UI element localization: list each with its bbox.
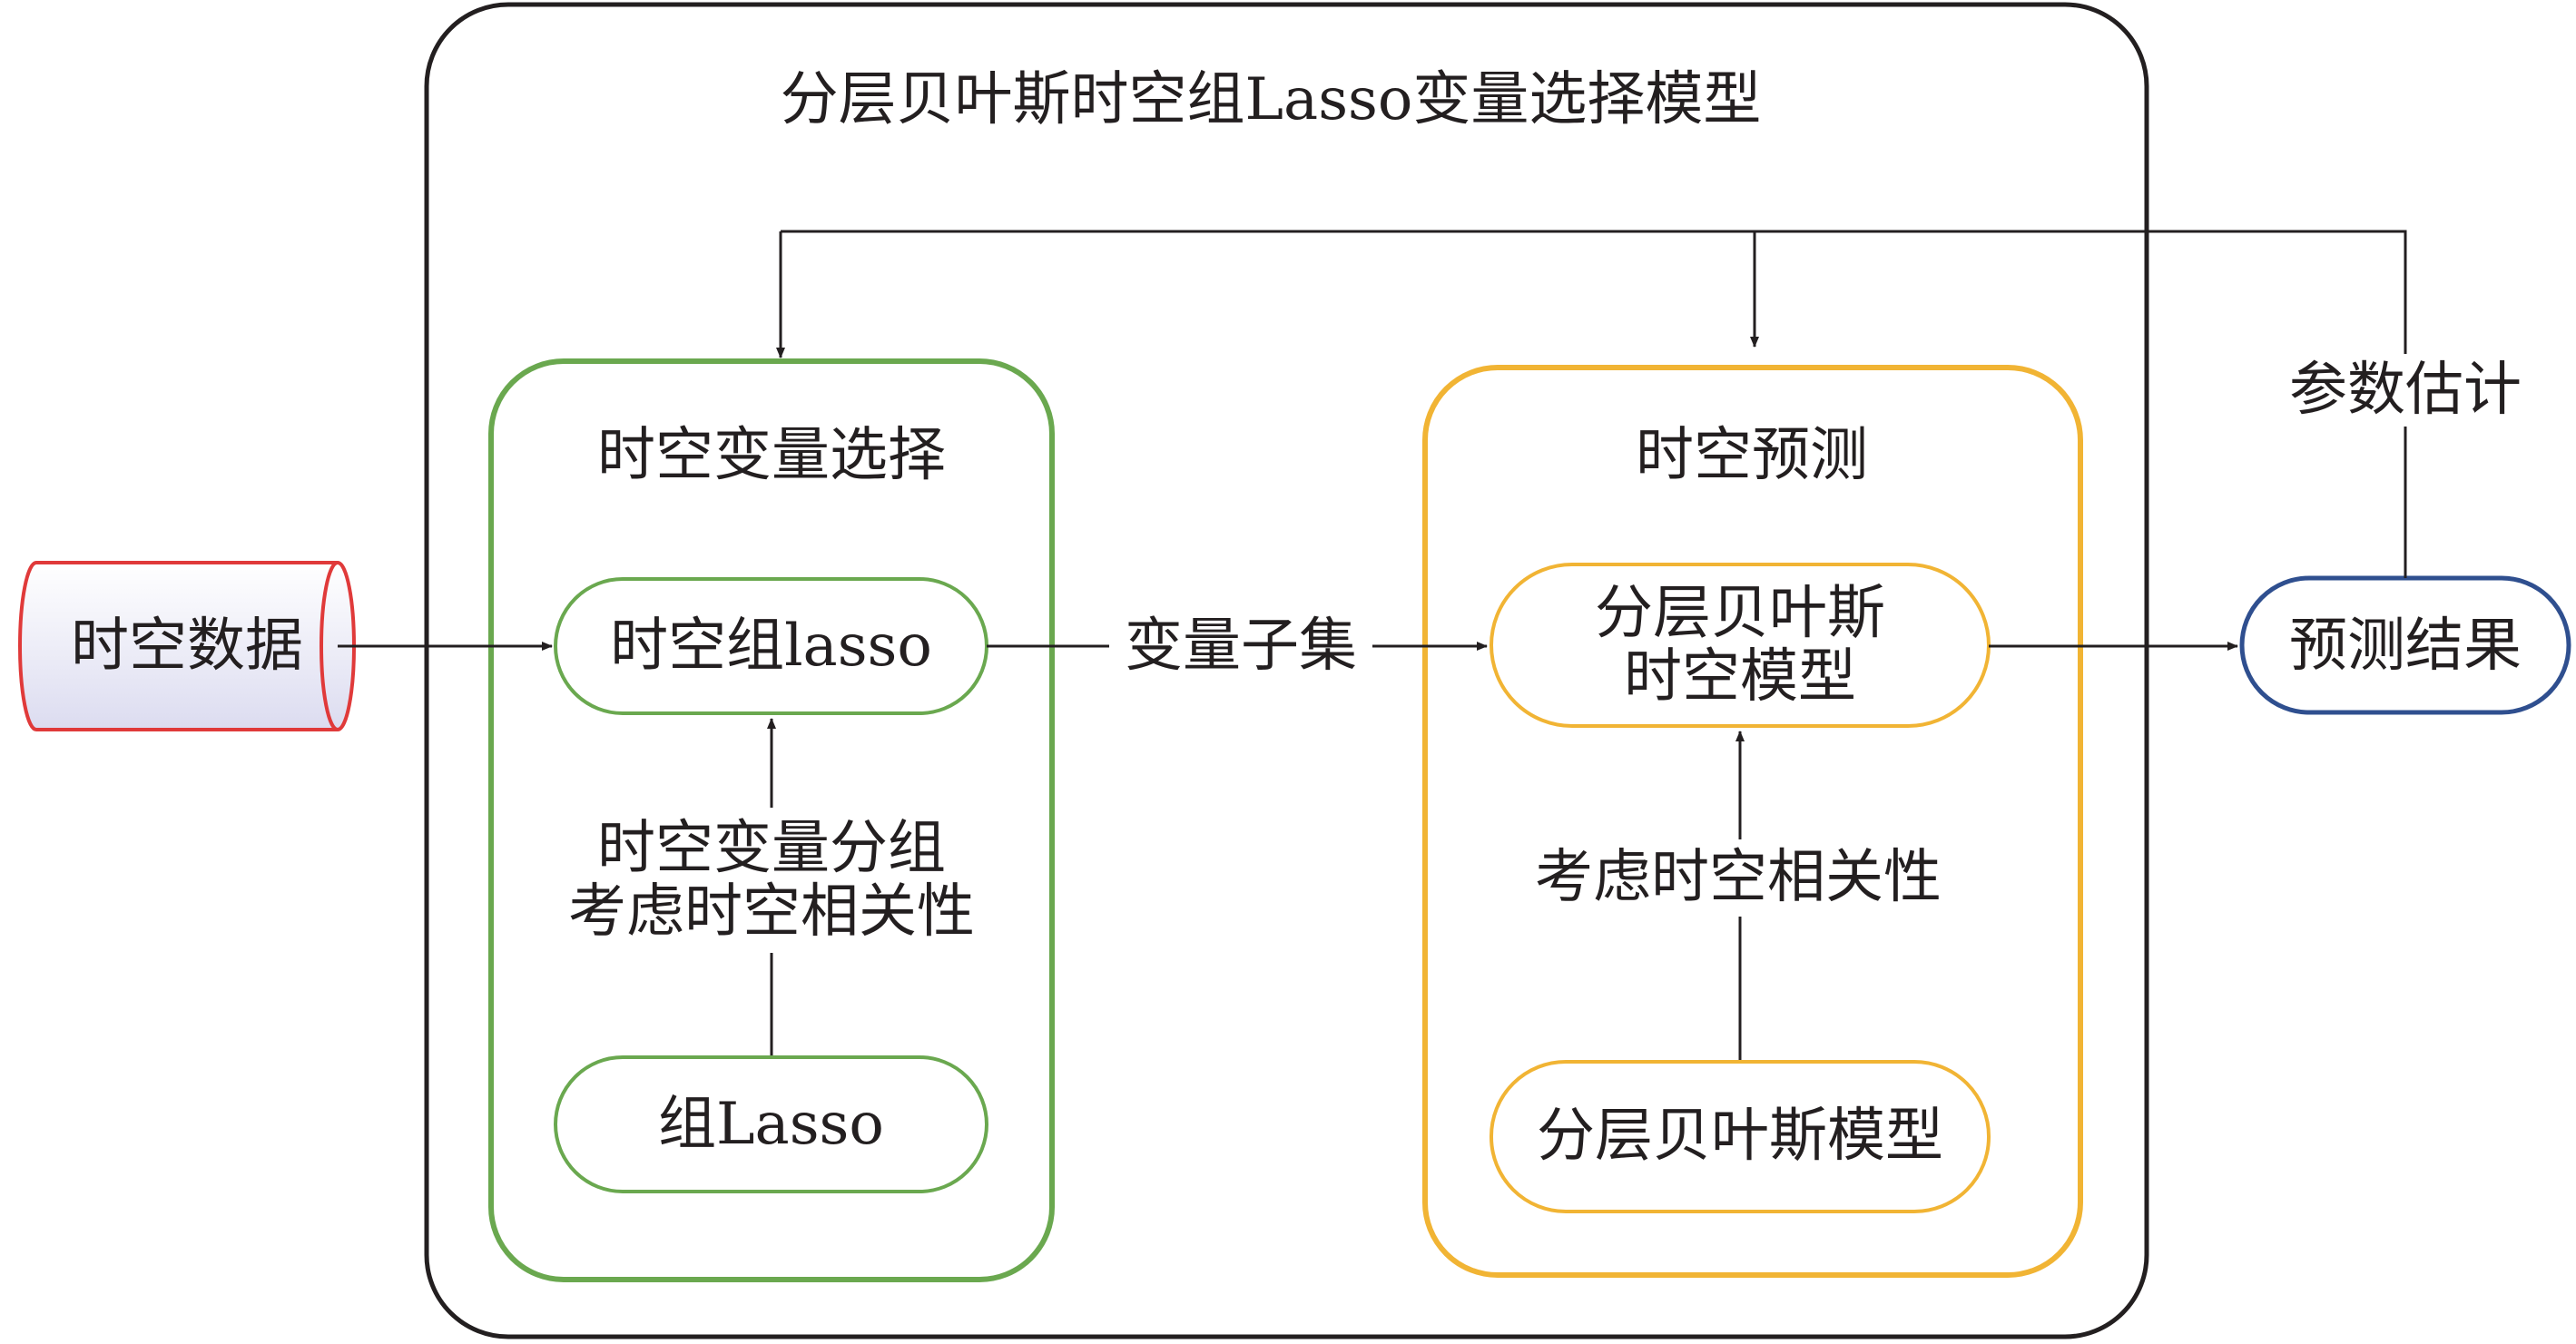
hb-model-label: 分层贝叶斯模型 [1537,1102,1943,1170]
hb-st-model-label: 分层贝叶斯 时空模型 [1595,579,1885,711]
outer-model-frame [424,2,2149,1339]
subset-edge-label: 变量子集 [1109,610,1372,682]
hb-model-pill [1490,1060,1991,1213]
prediction-label: 时空预测 [1636,421,1868,489]
correlation-note-label: 考虑时空相关性 [1516,839,1961,917]
group-lasso-label: 组Lasso [658,1090,884,1158]
feedback-edge-label: 参数估计 [2269,354,2542,427]
feedback-loop-line [781,230,2407,578]
grouping-note-label: 时空变量分组 考虑时空相关性 [563,808,980,953]
diagram-title: 分层贝叶斯时空组Lasso变量选择模型 [780,65,1762,133]
selection-label: 时空变量选择 [597,421,946,489]
group-lasso-pill [554,1055,988,1193]
output-label: 预测结果 [2289,612,2522,680]
input-label: 时空数据 [71,612,303,680]
input-cylinder-icon [18,561,356,731]
st-group-lasso-label: 时空组lasso [610,612,932,680]
selection-frame [488,358,1055,1282]
prediction-frame [1422,365,2083,1278]
